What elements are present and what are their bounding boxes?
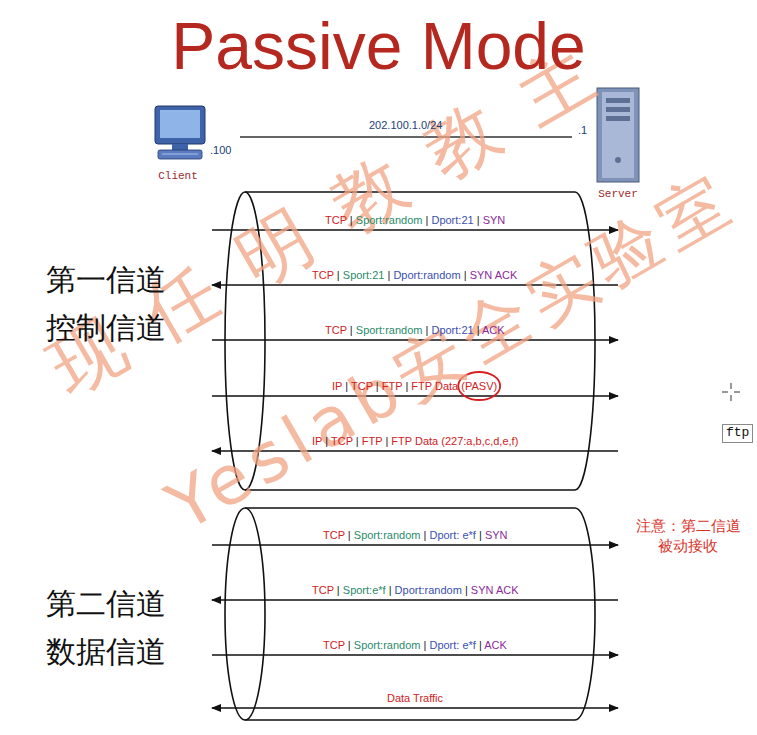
message-text: Data Traffic — [387, 692, 443, 705]
message-part: Dport:21 — [431, 324, 473, 336]
server-icon — [597, 88, 639, 182]
message-part: SYN — [483, 214, 506, 226]
message-part: TCP — [351, 380, 373, 392]
channel-cylinder — [225, 508, 595, 720]
host-address-wrap: .1 — [578, 124, 587, 137]
message-part: TCP — [312, 269, 334, 281]
message-label-wrap: IP | TCP | FTP | FTP Data (227:a,b,c,d,e… — [312, 435, 518, 448]
message-label-wrap: TCP | Sport:random | Dport:21 | ACK — [325, 324, 505, 337]
message-part: IP — [332, 380, 342, 392]
terminal-tab-wrap: ftp — [722, 424, 753, 443]
message-part: TCP — [312, 584, 334, 596]
message-part: Sport:random — [354, 639, 421, 651]
message-part: TCP — [325, 324, 347, 336]
message-part: FTP — [362, 435, 383, 447]
note-text-wrap: 注意：第二信道 被动接收 — [630, 516, 746, 557]
channel-name: 第二信道 数据信道 — [46, 580, 176, 676]
message-part: TCP — [331, 435, 353, 447]
host-address-wrap: .100 — [210, 144, 231, 157]
channel-name-wrap: 第二信道 数据信道 — [46, 580, 176, 676]
title-wrap: Passive Mode — [0, 10, 757, 83]
message-label-wrap: TCP | Sport:21 | Dport:random | SYN ACK — [312, 269, 517, 282]
message-part: Sport:random — [356, 324, 423, 336]
server-node: Server .1 — [572, 84, 658, 206]
message-text: IP | TCP | FTP | FTP Data (227:a,b,c,d,e… — [312, 435, 518, 448]
message-label-wrap: TCP | Sport:random | Dport: e*f | ACK — [323, 639, 507, 652]
message-text: TCP | Sport:random | Dport:21 | ACK — [325, 324, 505, 337]
host-name-wrap: Client — [148, 170, 208, 183]
host-name: Server — [586, 188, 650, 201]
channel-name: 第一信道 控制信道 — [46, 256, 176, 352]
message-label-wrap: TCP | Sport:random | Dport:21 | SYN — [325, 214, 505, 227]
message-part: TCP — [323, 639, 345, 651]
message-part: FTP — [382, 380, 403, 392]
message-part: ACK — [484, 639, 507, 651]
message-label-wrap: TCP | Sport:random | Dport: e*f | SYN — [323, 529, 508, 542]
channel-name-wrap: 第一信道 控制信道 — [46, 256, 176, 352]
message-text: TCP | Sport:random | Dport: e*f | SYN — [323, 529, 508, 542]
message-part: Sport:random — [354, 529, 421, 541]
message-part: FTP Data (PASV) — [411, 380, 497, 392]
message-part: ACK — [482, 324, 505, 336]
message-text: IP | TCP | FTP | FTP Data (PASV) — [332, 380, 497, 393]
note-text: 注意：第二信道 被动接收 — [630, 516, 746, 557]
message-part: Dport: e*f — [429, 639, 475, 651]
message-part: Dport: e*f — [429, 529, 475, 541]
message-part: SYN — [485, 529, 508, 541]
message-part: Sport:21 — [343, 269, 385, 281]
message-part: SYN ACK — [471, 584, 519, 596]
message-part: TCP — [323, 529, 345, 541]
cursor-crosshair — [722, 383, 740, 401]
message-part: Data Traffic — [387, 692, 443, 704]
link-label-text: 202.100.1.0/24 — [369, 119, 442, 132]
client-icon — [155, 106, 205, 159]
message-part: Dport:random — [393, 269, 460, 281]
host-name: Client — [148, 170, 208, 183]
message-part: IP — [312, 435, 322, 447]
host-address: .100 — [210, 144, 231, 157]
message-text: TCP | Sport:random | Dport: e*f | ACK — [323, 639, 507, 652]
host-name-wrap: Server — [586, 188, 650, 201]
message-part: Dport:random — [395, 584, 462, 596]
message-label-wrap: TCP | Sport:e*f | Dport:random | SYN ACK — [312, 584, 519, 597]
link-label-wrap: 202.100.1.0/24 — [369, 119, 442, 132]
host-address: .1 — [578, 124, 587, 137]
message-part: Sport:random — [356, 214, 423, 226]
message-part: Dport:21 — [431, 214, 473, 226]
title-text: Passive Mode — [0, 10, 757, 83]
message-part: TCP — [325, 214, 347, 226]
message-text: TCP | Sport:random | Dport:21 | SYN — [325, 214, 505, 227]
message-label-wrap: Data Traffic — [387, 692, 443, 705]
client-node: Client.100 — [148, 100, 240, 192]
message-text: TCP | Sport:e*f | Dport:random | SYN ACK — [312, 584, 519, 597]
message-part: FTP Data (227:a,b,c,d,e,f) — [391, 435, 518, 447]
terminal-text: ftp — [722, 424, 753, 443]
message-part: SYN ACK — [470, 269, 518, 281]
message-part: Sport:e*f — [343, 584, 386, 596]
message-label-wrap: IP | TCP | FTP | FTP Data (PASV) — [332, 380, 497, 393]
message-text: TCP | Sport:21 | Dport:random | SYN ACK — [312, 269, 517, 282]
